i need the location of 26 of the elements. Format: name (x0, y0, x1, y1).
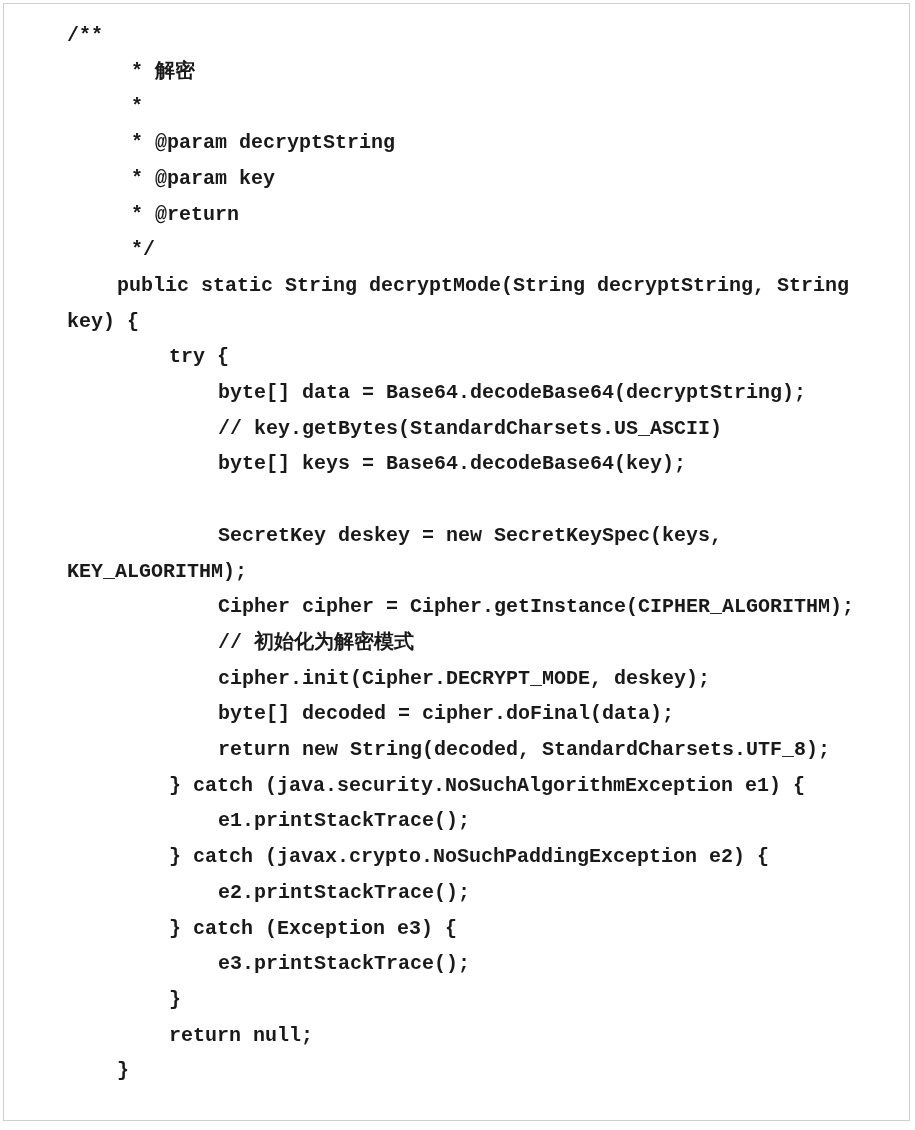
code-line: Cipher cipher = Cipher.getInstance(CIPHER_ALGORITHM); (217, 594, 856, 621)
code-line: try { (168, 344, 230, 371)
code-comment: * @param decryptString (130, 130, 397, 157)
code-comment: * @return (130, 201, 241, 228)
code-line: } (168, 986, 182, 1013)
code-line: } catch (Exception e3) { (168, 915, 459, 942)
code-line: } catch (javax.crypto.NoSuchPaddingException e2) { (168, 844, 771, 871)
code-comment: // 初始化为解密模式 (217, 629, 415, 656)
code-line: byte[] keys = Base64.decodeBase64(key); (217, 451, 688, 478)
code-line: cipher.init(Cipher.DECRYPT_MODE, deskey); (217, 665, 712, 692)
code-line: } (116, 1058, 130, 1085)
code-line: e2.printStackTrace(); (217, 879, 472, 906)
code-line: byte[] data = Base64.decodeBase64(decryptString); (217, 380, 808, 407)
code-comment: * (130, 94, 144, 121)
code-comment: */ (130, 237, 156, 264)
code-line: } catch (java.security.NoSuchAlgorithmException e1) { (168, 772, 807, 799)
code-comment: /** (67, 23, 104, 49)
code-line: SecretKey deskey = new SecretKeySpec(keys, KEY_ALGORITHM); (67, 522, 724, 585)
code-line: e1.printStackTrace(); (217, 808, 472, 835)
code-comment: // key.getBytes(StandardCharsets.US_ASCII) (217, 415, 724, 442)
code-line: e3.printStackTrace(); (217, 951, 472, 978)
code-comment: * @param key (130, 165, 277, 192)
code-line: return new String(decoded, StandardCharsets.UTF_8); (217, 737, 832, 764)
code-comment: * 解密 (130, 58, 196, 85)
code-line: return null; (168, 1022, 315, 1049)
code-line: byte[] decoded = cipher.doFinal(data); (217, 701, 676, 728)
